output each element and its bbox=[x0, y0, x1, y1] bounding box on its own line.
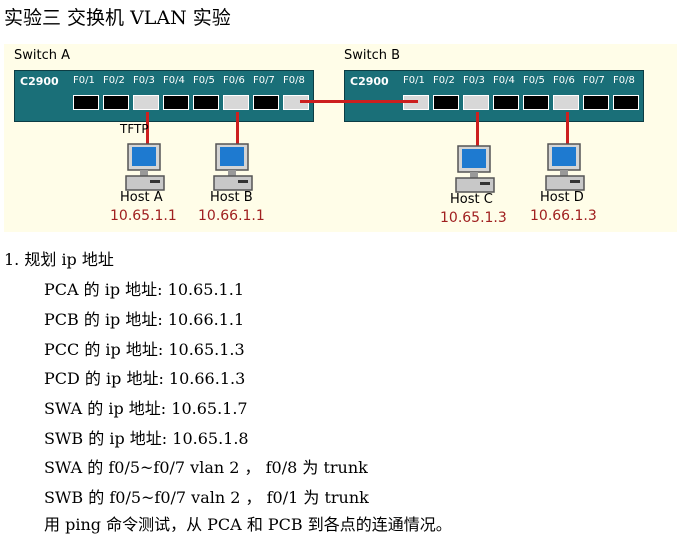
switch-a-port-label: F0/6 bbox=[223, 75, 245, 86]
switch-a-port-label: F0/2 bbox=[103, 75, 125, 86]
switch-port-active bbox=[133, 95, 159, 110]
computer-icon bbox=[455, 145, 495, 193]
switch-b-port-label: F0/6 bbox=[553, 75, 575, 86]
switch-b-model: C2900 bbox=[350, 75, 389, 88]
trunk-link bbox=[300, 100, 418, 103]
switch-a-port-label: F0/7 bbox=[253, 75, 275, 86]
text-line: SWA 的 f0/5~f0/7 vlan 2 ， f0/8 为 trunk bbox=[44, 458, 368, 477]
text-line: PCC 的 ip 地址: 10.65.1.3 bbox=[44, 340, 245, 359]
text-line: PCA 的 ip 地址: 10.65.1.1 bbox=[44, 280, 244, 299]
computer-icon bbox=[545, 143, 585, 191]
link-host-c bbox=[476, 112, 479, 148]
switch-a-model: C2900 bbox=[20, 75, 59, 88]
switch-a-port-label: F0/8 bbox=[283, 75, 305, 86]
switch-b-port-label: F0/2 bbox=[433, 75, 455, 86]
host-c-ip: 10.65.1.3 bbox=[440, 210, 507, 226]
switch-port bbox=[583, 95, 609, 110]
switch-a-port-label: F0/1 bbox=[73, 75, 95, 86]
switch-a-label: Switch A bbox=[14, 48, 71, 63]
switch-port bbox=[73, 95, 99, 110]
switch-port bbox=[493, 95, 519, 110]
switch-a-port-label: F0/3 bbox=[133, 75, 155, 86]
page-title: 实验三 交换机 VLAN 实验 bbox=[4, 7, 231, 29]
text-line: SWA 的 ip 地址: 10.65.1.7 bbox=[44, 399, 248, 418]
host-d-ip: 10.66.1.3 bbox=[530, 208, 597, 224]
text-line: SWB 的 ip 地址: 10.65.1.8 bbox=[44, 429, 249, 448]
switch-port-active bbox=[223, 95, 249, 110]
switch-b-label: Switch B bbox=[344, 48, 401, 63]
host-a-ip: 10.65.1.1 bbox=[110, 208, 177, 224]
switch-b-port-label: F0/3 bbox=[463, 75, 485, 86]
switch-b-port-label: F0/1 bbox=[403, 75, 425, 86]
text-line: PCB 的 ip 地址: 10.66.1.1 bbox=[44, 310, 245, 329]
tftp-label: TFTP bbox=[120, 122, 149, 136]
section-heading: 1. 规划 ip 地址 bbox=[4, 250, 114, 269]
switch-port bbox=[253, 95, 279, 110]
switch-b: C2900 F0/1 F0/2 F0/3 F0/4 F0/5 F0/6 F0/7… bbox=[344, 70, 644, 122]
text-line: SWB 的 f0/5~f0/7 valn 2 ， f0/1 为 trunk bbox=[44, 488, 369, 507]
switch-port bbox=[193, 95, 219, 110]
switch-port bbox=[163, 95, 189, 110]
switch-b-port-label: F0/8 bbox=[613, 75, 635, 86]
host-d-name: Host D bbox=[540, 190, 584, 205]
switch-port bbox=[103, 95, 129, 110]
host-b-ip: 10.66.1.1 bbox=[198, 208, 265, 224]
switch-a: C2900 F0/1 F0/2 F0/3 F0/4 F0/5 F0/6 F0/7… bbox=[14, 70, 314, 122]
switch-port bbox=[433, 95, 459, 110]
host-b-name: Host B bbox=[210, 190, 253, 205]
network-diagram: Switch A C2900 F0/1 F0/2 F0/3 F0/4 F0/5 … bbox=[4, 44, 677, 232]
host-a-name: Host A bbox=[120, 190, 163, 205]
switch-a-port-label: F0/4 bbox=[163, 75, 185, 86]
computer-icon bbox=[213, 143, 253, 191]
link-host-b bbox=[236, 112, 239, 146]
host-c-name: Host C bbox=[450, 192, 493, 207]
switch-a-port-label: F0/5 bbox=[193, 75, 215, 86]
computer-icon bbox=[125, 143, 165, 191]
text-line: PCD 的 ip 地址: 10.66.1.3 bbox=[44, 369, 246, 388]
switch-b-port-label: F0/4 bbox=[493, 75, 515, 86]
text-line: 用 ping 命令测试，从 PCA 和 PCB 到各点的连通情况。 bbox=[44, 515, 452, 534]
switch-port-active bbox=[553, 95, 579, 110]
link-host-a bbox=[146, 112, 149, 146]
link-host-d bbox=[566, 112, 569, 146]
switch-port bbox=[523, 95, 549, 110]
switch-port-active bbox=[463, 95, 489, 110]
switch-port bbox=[613, 95, 639, 110]
switch-b-port-label: F0/5 bbox=[523, 75, 545, 86]
switch-b-port-label: F0/7 bbox=[583, 75, 605, 86]
